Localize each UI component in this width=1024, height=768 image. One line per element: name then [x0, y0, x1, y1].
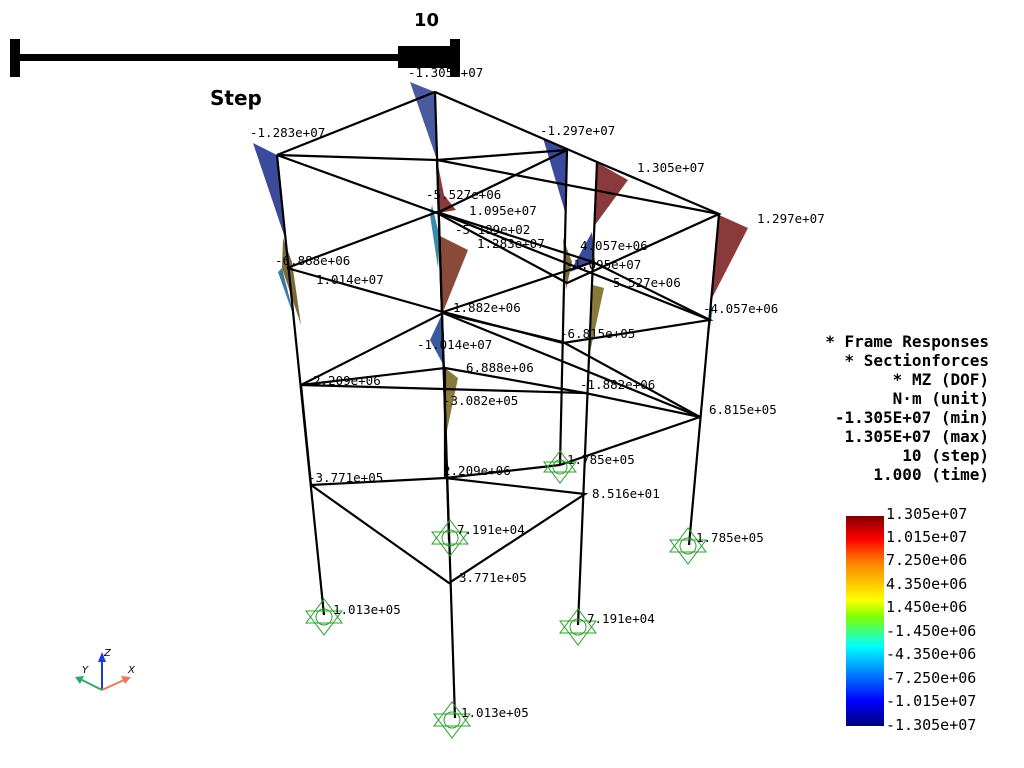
node-label: 4.057e+06 [580, 238, 648, 253]
node-label: 1.305e+07 [637, 160, 705, 175]
axis-z-label: Z [103, 648, 112, 659]
info-line: N·m (unit) [892, 389, 989, 408]
node-label: 6.815e+05 [709, 402, 777, 417]
node-label: 6.888e+06 [466, 360, 534, 375]
step-value: 10 [414, 10, 440, 31]
node-label: -1.882e+06 [580, 377, 655, 392]
step-slider-title: Step [210, 86, 262, 110]
colorbar-label: -4.350e+06 [886, 645, 977, 663]
info-line: * Frame Responses [825, 332, 989, 351]
info-line: -1.305E+07 (min) [834, 408, 989, 427]
moment-patch [445, 368, 458, 440]
info-line: * MZ (DOF) [892, 370, 989, 389]
node-label: 7.191e+04 [587, 611, 655, 626]
support-icon [559, 608, 597, 646]
info-line: * Sectionforces [844, 351, 990, 370]
colorbar [846, 516, 884, 726]
moment-patch [543, 138, 567, 215]
node-label: -1.283e+07 [250, 125, 325, 140]
info-line: 10 (step) [902, 446, 989, 465]
node-label: -6.888e+06 [275, 253, 350, 268]
step-slider-min-cap [10, 39, 20, 77]
node-label: -1.305e+07 [408, 65, 483, 80]
support-icon [305, 598, 343, 636]
node-label: -1.297e+07 [540, 123, 615, 138]
node-label: 8.516e+01 [592, 486, 660, 501]
fixed-supports [305, 450, 707, 739]
node-label: 1.297e+07 [757, 211, 825, 226]
step-slider-max-cap [450, 39, 460, 77]
moment-patch [570, 232, 595, 272]
node-label: -3.082e+05 [443, 393, 518, 408]
colorbar-label: -7.250e+06 [886, 669, 977, 687]
node-label: 2.209e+06 [443, 463, 511, 478]
moment-patch [438, 235, 468, 312]
support-icon [433, 701, 471, 739]
node-label: -4.057e+06 [703, 301, 778, 316]
node-label: 1.785e+05 [567, 452, 635, 467]
node-label: 1.014e+07 [316, 272, 384, 287]
orientation-axes: Z X Y [75, 648, 136, 691]
node-label: -5.527e+06 [426, 187, 501, 202]
moment-patch [278, 268, 295, 320]
moment-patch [253, 143, 285, 238]
node-label: 1.095e+07 [469, 203, 537, 218]
axis-y-label: Y [82, 665, 89, 676]
step-slider-handle[interactable] [398, 46, 450, 68]
colorbar-label: 1.015e+07 [886, 528, 968, 546]
support-icon [431, 519, 469, 557]
step-slider-track[interactable] [16, 54, 456, 61]
colorbar-label: 4.350e+06 [886, 575, 968, 593]
moment-patch [410, 82, 437, 160]
node-label: 1.882e+06 [453, 300, 521, 315]
node-label: 2.209e+06 [313, 373, 381, 388]
support-icon [542, 450, 578, 484]
node-label: 1.785e+05 [696, 530, 764, 545]
colorbar-label: 1.450e+06 [886, 598, 968, 616]
moment-patch [590, 285, 604, 352]
colorbar-label: -1.015e+07 [886, 692, 977, 710]
response-info-panel: * Frame Responses* Sectionforces* MZ (DO… [825, 332, 989, 484]
node-label: -5.189e+02 [455, 222, 530, 237]
node-label: 1.013e+05 [333, 602, 401, 617]
axis-x-label: X [127, 665, 136, 676]
moment-diagrams [253, 82, 748, 440]
node-label: -1.014e+07 [417, 337, 492, 352]
moment-patch [437, 160, 456, 213]
node-label: -6.815e+05 [560, 326, 635, 341]
node-label: -3.771e+05 [308, 470, 383, 485]
colorbar-label: -1.305e+07 [886, 716, 977, 734]
moment-patch [710, 215, 748, 302]
node-label: 3.771e+05 [459, 570, 527, 585]
node-label: -1.095e+07 [566, 257, 641, 272]
frame-members [275, 90, 722, 719]
colorbar-label: -1.450e+06 [886, 622, 977, 640]
info-line: 1.000 (time) [873, 465, 989, 484]
colorbar-label: 1.305e+07 [886, 505, 968, 523]
node-label: 1.283e+07 [477, 236, 545, 251]
moment-patch [430, 205, 440, 268]
support-icon [669, 527, 707, 565]
info-line: 1.305E+07 (max) [844, 427, 990, 446]
node-label: 1.013e+05 [461, 705, 529, 720]
node-label: 5.527e+06 [613, 275, 681, 290]
colorbar-label: 7.250e+06 [886, 551, 968, 569]
node-label: 7.191e+04 [457, 522, 525, 537]
node-labels: -1.305e+07 -1.283e+07 -1.297e+07 1.305e+… [250, 65, 825, 720]
